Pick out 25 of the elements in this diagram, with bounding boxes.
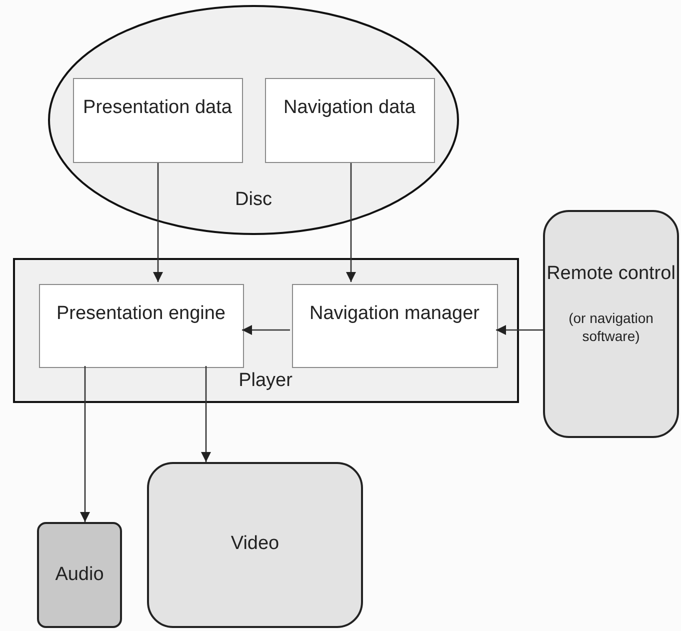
arrow <box>496 325 543 335</box>
process-box <box>265 78 435 163</box>
node-label: Navigation manager <box>308 302 481 324</box>
node-label: Presentation data <box>82 96 233 118</box>
disc-ellipse <box>48 5 459 235</box>
node-label: Player <box>238 368 294 392</box>
node-label: Presentation engine <box>55 302 226 324</box>
node-label: Remote control <box>546 262 676 285</box>
node-label: Disc <box>234 188 273 211</box>
arrow <box>346 163 356 282</box>
node-label: Audio <box>54 563 105 586</box>
arrow <box>153 163 163 282</box>
device-box <box>147 462 363 628</box>
player-frame <box>13 258 519 403</box>
device-box <box>37 522 122 628</box>
note-text: (or navigation software) <box>568 309 654 345</box>
process-box <box>292 284 498 368</box>
device-box <box>543 210 679 438</box>
process-box <box>39 284 244 368</box>
arrow <box>80 366 90 522</box>
node-label: Video <box>230 532 280 555</box>
node-label: Navigation data <box>282 96 417 118</box>
arrow <box>201 366 211 462</box>
arrow <box>242 325 290 335</box>
process-box <box>73 78 243 163</box>
